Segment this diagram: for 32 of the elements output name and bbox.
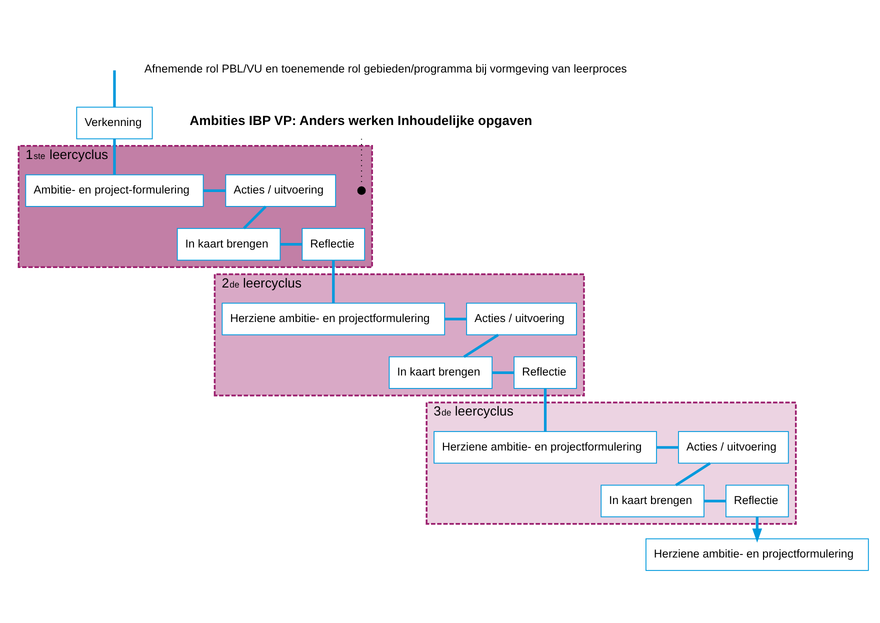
connector xyxy=(280,242,302,246)
connector xyxy=(675,462,711,486)
connector xyxy=(704,499,726,502)
node-box: Verkenning xyxy=(76,106,153,139)
connector xyxy=(544,388,547,431)
node-box: Herziene ambitie- en projectformulering xyxy=(222,302,446,335)
node-box: Herziene ambitie- en projectformulering xyxy=(434,430,657,464)
node-box: Acties / uitvoering xyxy=(678,430,789,464)
node-box: In kaart brengen xyxy=(176,228,281,260)
node-text: Ambities IBP VP: Anders werken Inhoudelijke opgaven xyxy=(190,112,532,128)
node-box: Ambitie- en project-formulering xyxy=(25,174,204,206)
connector xyxy=(492,370,514,374)
node-box: Acties / uitvoering xyxy=(225,174,336,206)
node-box: Reflectie xyxy=(726,484,789,517)
arrow xyxy=(752,516,762,542)
node-box: Reflectie xyxy=(302,228,366,260)
node-circle xyxy=(357,186,366,194)
node-box: Herziene ambitie- en projectformulering xyxy=(646,538,869,570)
connector xyxy=(113,138,116,174)
node-box: In kaart brengen xyxy=(600,484,704,517)
node-box: Reflectie xyxy=(514,356,577,388)
label: Afnemende rol PBL/VU en toenemende rol gebieden/programma bij vormgeving van leerproces xyxy=(144,62,627,75)
connector xyxy=(463,333,499,358)
node-box: In kaart brengen xyxy=(388,356,493,388)
connector xyxy=(242,205,267,229)
connector xyxy=(332,260,335,303)
connector xyxy=(444,317,466,320)
connector xyxy=(113,70,116,107)
node-box: Acties / uitvoering xyxy=(466,302,577,335)
connector xyxy=(361,138,362,186)
connector xyxy=(656,446,678,448)
connector xyxy=(203,188,226,192)
